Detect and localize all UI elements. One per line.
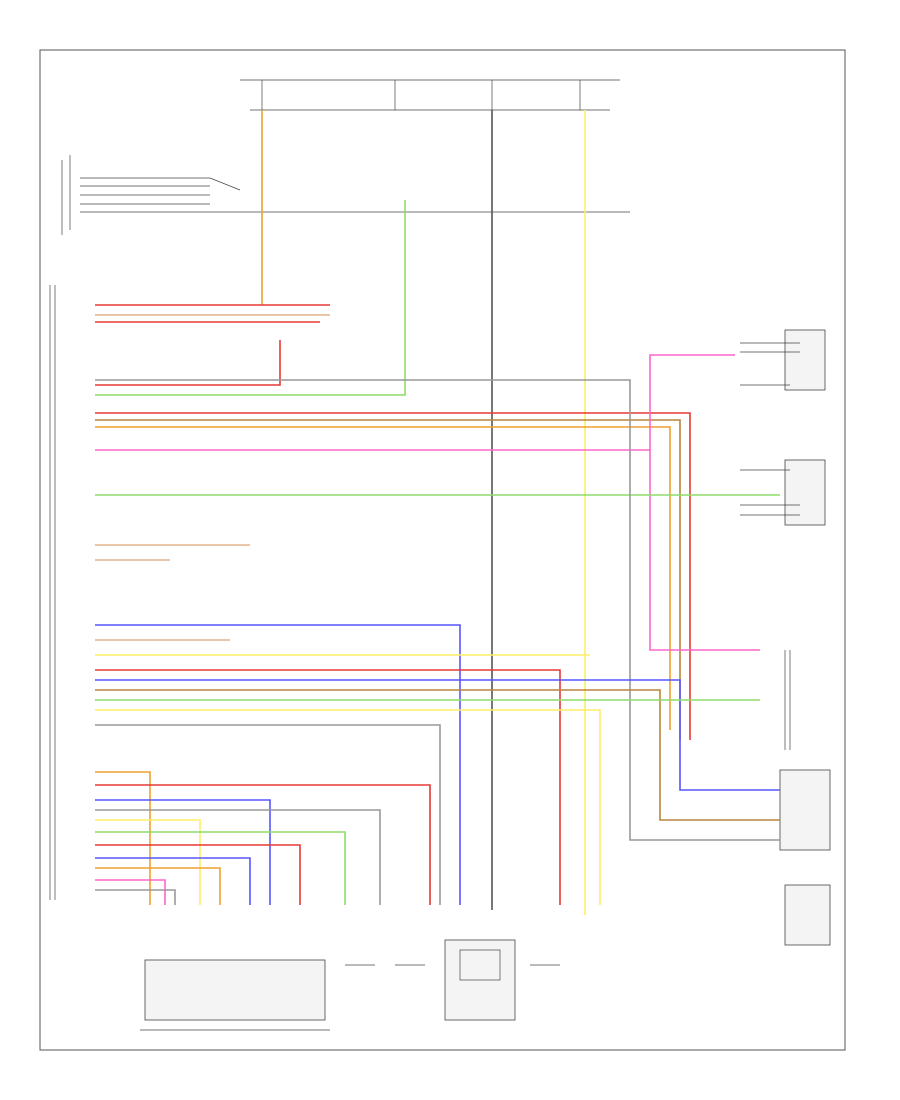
- right-connector-block: [784, 650, 791, 750]
- wire-bundle: [95, 110, 780, 915]
- wire-low-gray-2: [95, 889, 176, 905]
- wire-mid-yellow-2: [95, 709, 601, 905]
- wire-mid-blue-2: [95, 679, 780, 791]
- right-sensor-lower: [779, 769, 831, 851]
- feed-wire-green: [95, 200, 406, 396]
- wire-row-pink-1: [95, 354, 735, 451]
- diagram-frame: [39, 49, 846, 1051]
- wire-low-red-2: [95, 844, 301, 905]
- wire-low-orange-1: [95, 771, 151, 905]
- wire-mid-blue-1: [95, 624, 461, 905]
- right-switch-mid: [740, 459, 826, 526]
- bottom-components: [140, 939, 560, 1031]
- wire-low-blue-2: [95, 857, 251, 905]
- wire-row-orange-1: [95, 426, 671, 730]
- wire-row-brown-1: [95, 419, 681, 740]
- wire-low-pink-1: [95, 879, 166, 905]
- wire-low-yellow-1: [95, 819, 201, 905]
- wire-row-pink-2: [649, 450, 760, 651]
- wire-low-gray-1: [95, 809, 381, 905]
- main-control-unit: [49, 285, 56, 900]
- wire-row-gray-1: [95, 379, 780, 841]
- wire-mid-red-1: [95, 669, 561, 905]
- right-sensor-bottom: [784, 884, 831, 946]
- wire-mid-gray-1: [95, 724, 441, 905]
- wire-low-blue-1: [95, 799, 271, 905]
- wire-row-red-3: [95, 340, 281, 386]
- wire-low-red-1: [95, 784, 431, 905]
- wire-mid-brown-1: [95, 689, 780, 821]
- wire-low-orange-2: [95, 867, 221, 905]
- power-source-group: [240, 79, 620, 111]
- wire-row-red-4: [95, 412, 691, 740]
- right-switch-top: [740, 329, 826, 391]
- wire-low-green-1: [95, 831, 346, 905]
- left-switch-block: [61, 155, 630, 235]
